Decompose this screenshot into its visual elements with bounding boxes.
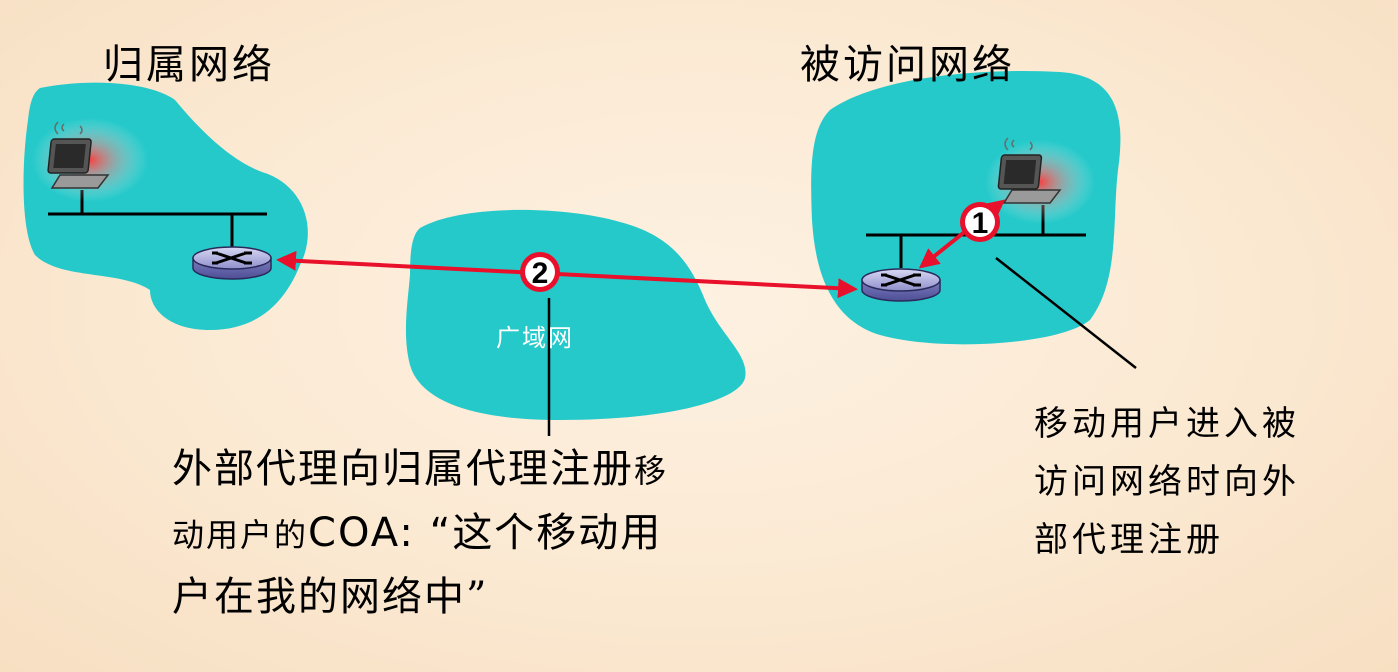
step2-badge: 2: [520, 252, 560, 292]
step2-caption-line1-main: 外部代理向归属代理注册: [172, 446, 634, 492]
wan-cloud: [405, 209, 746, 420]
wan-label: 广域网: [496, 324, 574, 352]
step1-leader-line: [995, 257, 1137, 369]
step2-caption-line2-tail: 这个移动用: [452, 510, 663, 556]
step2-number: 2: [532, 257, 549, 290]
visited-laptop-icon: [985, 137, 1095, 224]
step1-number: 1: [972, 207, 989, 240]
step1-caption-line2: 访问网络时向外: [1034, 462, 1300, 502]
visited-network-title: 被访问网络: [800, 42, 1015, 88]
step1-caption-line1: 移动用户进入被: [1034, 404, 1300, 444]
step2-caption-line3: 户在我的网络中”: [172, 574, 489, 620]
home-network-cloud: [23, 82, 308, 331]
step1-badge: 1: [960, 202, 1000, 242]
step2-caption-line1-tail: 移: [634, 452, 669, 490]
home-router-icon: [192, 246, 272, 280]
home-network-title: 归属网络: [103, 42, 275, 88]
home-laptop-icon: [32, 118, 148, 202]
step2-caption-coa: COA: “: [308, 510, 453, 556]
step2-caption-line1: 外部代理向归属代理注册移: [172, 438, 668, 502]
step2-caption: 外部代理向归属代理注册移 动用户的COA: “这个移动用 户在我的网络中”: [172, 438, 668, 628]
step1-caption-line3: 部代理注册: [1034, 520, 1224, 560]
step2-caption-line2-head: 动用户的: [172, 516, 309, 554]
step2-registration-arrow: [276, 250, 858, 299]
foreign-agent-router-icon: [861, 268, 941, 302]
step1-caption: 移动用户进入被 访问网络时向外 部代理注册: [1034, 395, 1300, 569]
step2-caption-line2: 动用户的COA: “这个移动用: [172, 502, 668, 566]
